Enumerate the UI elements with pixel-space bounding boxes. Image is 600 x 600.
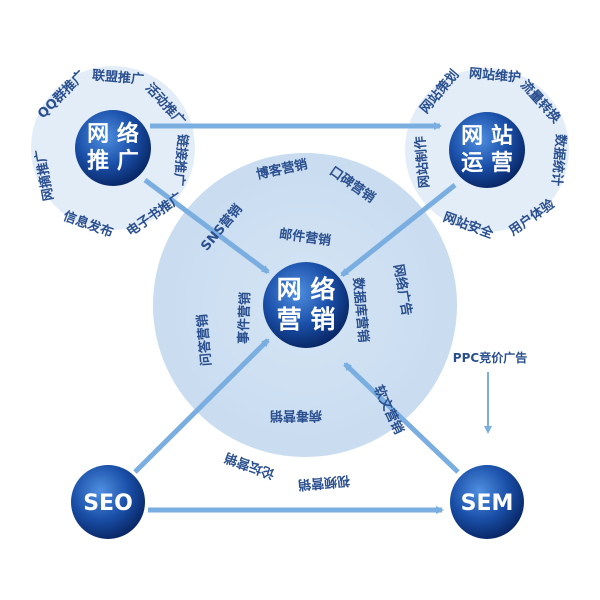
arrow-sem-to-marketing [343,362,460,474]
arrow-operation-to-marketing [340,183,457,277]
seo-node[interactable]: SEO [71,465,145,539]
sem-label: SEM [461,491,514,516]
promotion-label-line2: 推 广 [87,148,139,174]
ppc-label: PPC竞价广告 [453,350,527,365]
operation-ring-word: 网站制作 [412,135,432,188]
promotion-node[interactable]: 网 络 推 广 [75,110,151,186]
sem-node[interactable]: SEM [450,465,524,539]
marketing-ring-word: 视频营销 [297,472,350,492]
marketing-ring-word: 邮件营销 [278,226,332,249]
operation-ring-word: 数据统计 [548,133,568,186]
operation-ring-word: 网站维护 [468,65,521,85]
operation-node[interactable]: 网 站 运 营 [449,112,525,188]
marketing-ring-word: 论坛营销 [223,449,277,482]
marketing-node[interactable]: 网 络 营 销 [263,262,349,348]
marketing-ring-word: 事件营销 [236,292,254,345]
marketing-ring-word: 病毒营销 [270,408,322,424]
seo-label: SEO [83,491,133,516]
arrow-seo-to-marketing [133,338,270,474]
marketing-ring-word: 数据库营销 [350,277,372,343]
marketing-label-line2: 营 销 [277,305,336,334]
promotion-ring-word: 链接推广 [170,132,191,186]
marketing-label-line1: 网 络 [277,275,336,304]
promotion-label-line1: 网 络 [87,121,139,147]
promotion-ring-word: 联盟推广 [91,67,144,87]
operation-label-line1: 网 站 [461,124,513,149]
operation-label-line2: 运 营 [461,151,513,176]
marketing-ring-word: 问答营销 [194,313,214,366]
arrow-promotion-to-marketing [143,177,270,275]
